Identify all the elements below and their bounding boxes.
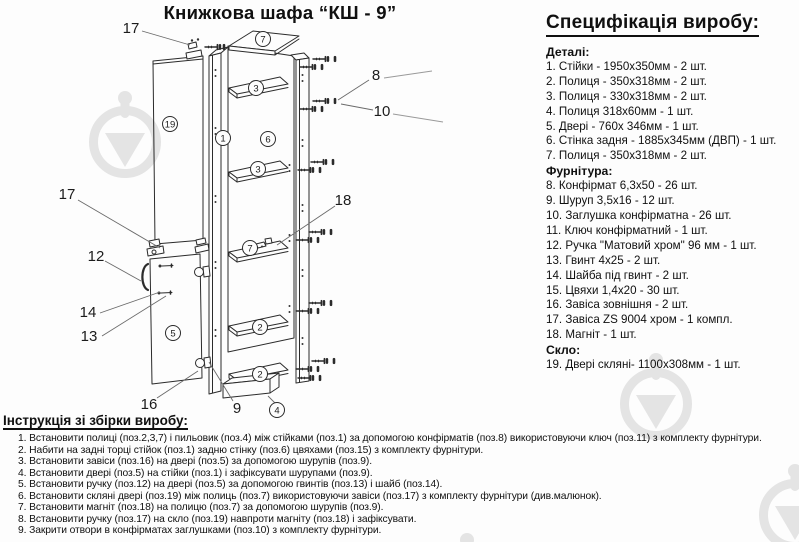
instruction-item: 2. Набити на задні торці стійок (поз.1) … [18, 444, 484, 456]
instructions-heading: Інструкція зі збірки виробу: [3, 413, 188, 430]
spec-item: 9. Шуруп 3,5х16 - 12 шт. [546, 194, 675, 208]
leader-line [337, 79, 370, 101]
circled-callout: 3 [250, 161, 266, 177]
part-number-label: 10 [374, 103, 391, 120]
svg-text:7: 7 [247, 243, 252, 254]
svg-text:6: 6 [265, 134, 270, 145]
leader-line [77, 199, 161, 249]
circled-callout: 6 [260, 131, 276, 147]
svg-text:3: 3 [255, 164, 260, 175]
spec-item: 14. Шайба під гвинт - 2 шт. [546, 268, 689, 282]
instructions-panel: Інструкція зі збірки виробу: 1. Встанови… [3, 412, 798, 537]
part-number-label: 14 [80, 304, 97, 321]
leader-line [141, 30, 191, 46]
spec-item: 19. Двері скляні- 1100х308мм - 1 шт. [546, 358, 741, 372]
spec-item: 6. Стінка задня - 1885х345мм (ДВП) - 1 ш… [546, 134, 777, 148]
instruction-item: 5. Встановити ручку (поз.12) на двері (п… [18, 479, 443, 490]
cabinet-carcass [208, 30, 310, 399]
svg-text:7: 7 [260, 34, 265, 45]
leader-line [340, 103, 374, 111]
specification-panel: Специфікація виробу: Деталі:1. Стійки - … [546, 12, 799, 373]
circled-callout: 7 [255, 31, 271, 47]
spec-item: 13. Гвинт 4х25 - 2 шт. [546, 253, 661, 267]
spec-item: 8. Конфірмат 6,3х50 - 26 шт. [546, 179, 698, 193]
leader-line [101, 295, 167, 337]
circled-callout: 1 [215, 130, 231, 146]
part-number-label: 17 [123, 20, 140, 37]
spec-subheading: Деталі: [546, 45, 590, 59]
left-stile [208, 46, 229, 395]
spec-item: 10. Заглушка конфірматна - 26 шт. [546, 208, 732, 222]
spec-subheading: Скло: [546, 343, 581, 358]
spec-item: 2. Полиця - 350х318мм - 2 шт. [546, 74, 707, 88]
spec-sections: Деталі:1. Стійки - 1950х350мм - 2 шт.2. … [546, 45, 799, 373]
door-hinge-top [194, 265, 211, 278]
spec-item: 5. Двері - 760х 346мм - 1 шт. [546, 119, 699, 133]
instruction-item: 3. Встановити завіси (поз.16) на двері (… [18, 456, 372, 467]
leader-line [392, 113, 444, 123]
spec-item: 12. Ручка "Матовий хром" 96 мм - 1 шт. [546, 238, 757, 252]
instruction-item: 7. Встановити магніт (поз.18) на полицю … [18, 502, 384, 513]
instruction-item: 4. Встановити двері (поз.5) на стійки (п… [18, 467, 373, 479]
leader-line [276, 205, 336, 246]
spec-item: 1. Стійки - 1950х350мм - 2 шт. [546, 59, 707, 73]
page-title: Книжкова шафа “КШ - 9” [163, 2, 397, 23]
leader-line [383, 70, 433, 79]
instruction-item: 1. Встановити полиці (поз.2,3,7) і пильо… [18, 433, 762, 444]
door-panel [141, 253, 212, 385]
part-number-label: 17 [59, 186, 76, 203]
spec-item: 16. Завіса зовнішня - 2 шт. [546, 298, 689, 312]
part-number-label: 13 [81, 328, 98, 345]
door-handle [141, 262, 150, 292]
circled-callout: 2 [252, 366, 268, 382]
spec-item: 15. Цвяхи 1,4х20 - 30 шт. [546, 283, 680, 297]
part-number-label: 16 [141, 396, 158, 413]
circled-callout: 19 [162, 116, 178, 132]
leader-line [208, 361, 234, 402]
glass-door-hinge-top [185, 38, 226, 60]
svg-text:1: 1 [220, 133, 225, 144]
svg-text:2: 2 [257, 322, 262, 333]
plinth-board [222, 372, 280, 399]
circled-callout: 7 [242, 240, 258, 256]
svg-text:2: 2 [257, 369, 262, 380]
spec-item: 17. Завіса ZS 9004 хром - 1 компл. [546, 313, 733, 327]
instruction-item: 6. Встановити скляні двері (поз.19) між … [18, 490, 602, 502]
part-number-label: 8 [372, 67, 380, 84]
spec-item: 11. Ключ конфірматний - 1 шт. [546, 223, 708, 237]
leader-line [104, 260, 142, 282]
leader-line [99, 291, 161, 314]
hole-marks [214, 69, 304, 345]
specification-heading: Специфікація виробу: [546, 12, 760, 37]
svg-text:4: 4 [274, 405, 279, 416]
svg-text:19: 19 [165, 119, 176, 130]
spec-item: 4. Полиця 318х60мм - 1 шт. [546, 104, 694, 118]
glass-door-panel [152, 55, 204, 245]
circled-callout: 4 [269, 402, 285, 418]
part-number-label: 18 [335, 192, 352, 209]
right-stile [290, 52, 310, 384]
circled-callout: 3 [248, 80, 264, 96]
instruction-item: 9. Закрити отвори в конфірматах заглушка… [18, 525, 382, 536]
svg-text:5: 5 [170, 328, 175, 339]
spec-item: 3. Полиця - 330х318мм - 2 шт. [546, 89, 707, 103]
spec-item: 7. Полиця - 350х318мм - 2 шт. [546, 149, 707, 163]
part-number-label: 9 [233, 400, 241, 417]
leader-line [156, 370, 199, 399]
shelf-with-magnet [228, 237, 289, 263]
circled-callout: 5 [165, 325, 181, 341]
spec-subheading: Фурнітура: [546, 164, 613, 179]
door-hinge-bottom [195, 356, 212, 369]
spec-item: 18. Магніт - 1 шт. [546, 328, 637, 342]
leader-lines [77, 30, 444, 402]
glass-door-hinge-bottom [146, 237, 210, 257]
instruction-list: 1. Встановити полиці (поз.2,3,7) і пильо… [18, 433, 798, 537]
instruction-item: 8. Встановити ручку (поз.17) на скло (по… [18, 513, 417, 525]
part-number-label: 12 [88, 248, 105, 265]
circled-callout: 2 [252, 319, 268, 335]
svg-text:3: 3 [253, 83, 258, 94]
